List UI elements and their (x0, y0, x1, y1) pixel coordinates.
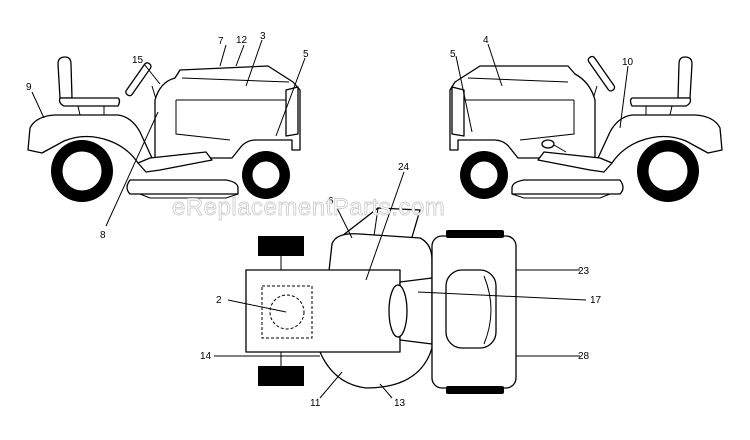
callout-9: 9 (26, 82, 32, 93)
watermark: eReplacementParts.com (172, 194, 445, 221)
callout-14: 14 (200, 351, 212, 362)
seat-circle (269, 294, 305, 330)
callout-28: 28 (578, 351, 590, 362)
callout-17: 17 (590, 295, 602, 306)
callout-6: 6 (328, 196, 334, 207)
callout-4: 4 (483, 35, 489, 46)
callout-5-left: 5 (303, 49, 309, 60)
seat-back-right (677, 56, 693, 99)
top-front-bumper (446, 230, 504, 238)
steering-ellipse (388, 284, 408, 338)
seat-cushion-right (629, 97, 692, 107)
callout-23: 23 (578, 266, 590, 277)
footrest-right (537, 151, 613, 173)
steering-wheel-right (587, 55, 616, 92)
callout-13: 13 (394, 398, 406, 409)
callout-8: 8 (100, 230, 106, 241)
seat-outline (261, 285, 313, 339)
hood-body-right (449, 65, 596, 159)
callout-12: 12 (236, 35, 248, 46)
callout-11: 11 (310, 398, 321, 409)
top-tire-upper (258, 236, 304, 256)
tractor-side-view-left: 7 12 3 15 5 9 8 (26, 31, 309, 241)
callout-24: 24 (398, 162, 410, 173)
top-tire-lower (258, 366, 304, 386)
headlight-grille-right (451, 86, 465, 137)
mower-deck-right (511, 179, 624, 195)
hood-panel (445, 269, 497, 349)
callout-7: 7 (218, 36, 224, 47)
callout-15: 15 (132, 55, 144, 66)
seat-back (57, 56, 73, 99)
callout-3: 3 (260, 31, 266, 42)
hood-body (154, 65, 301, 159)
callout-5-right: 5 (450, 49, 456, 60)
seat-cushion (58, 97, 121, 107)
footrest (137, 151, 213, 173)
top-rear-body (245, 269, 401, 353)
fuel-cap (541, 139, 555, 149)
steering-wheel (125, 62, 152, 97)
mower-deck (126, 179, 239, 195)
callout-2: 2 (216, 295, 222, 306)
top-rear-bumper (446, 386, 504, 394)
callout-10: 10 (622, 57, 634, 68)
tractor-top-view: 6 24 2 23 17 14 28 11 13 (200, 162, 602, 409)
tractor-side-view-right: 4 5 10 (449, 35, 723, 202)
